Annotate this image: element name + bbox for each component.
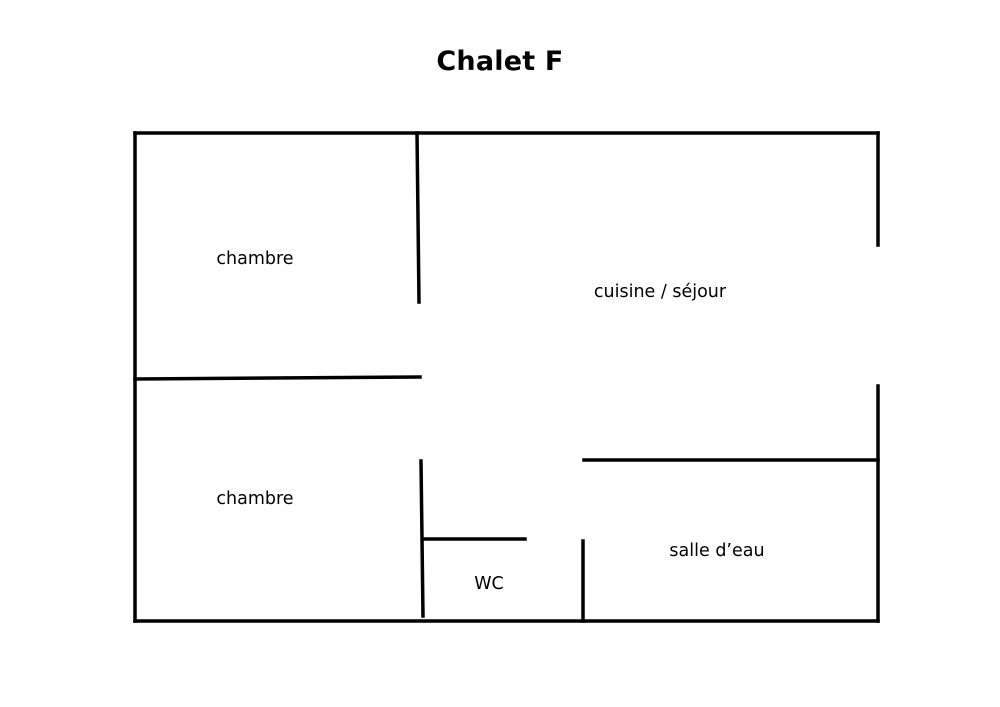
wall-bedroom1-living bbox=[415, 131, 421, 304]
room-labels: chambre cuisine / séjour chambre WC sall… bbox=[216, 249, 764, 594]
room-label-living: cuisine / séjour bbox=[594, 282, 727, 302]
room-label-bedroom-2: chambre bbox=[216, 489, 293, 509]
room-label-bathroom: salle d’eau bbox=[669, 541, 764, 561]
room-label-wc: WC bbox=[474, 574, 504, 594]
wall-bedroom1-bedroom2 bbox=[133, 375, 422, 381]
walls bbox=[133, 131, 880, 623]
plan-title: Chalet F bbox=[436, 46, 564, 77]
room-label-bedroom-1: chambre bbox=[216, 249, 293, 269]
